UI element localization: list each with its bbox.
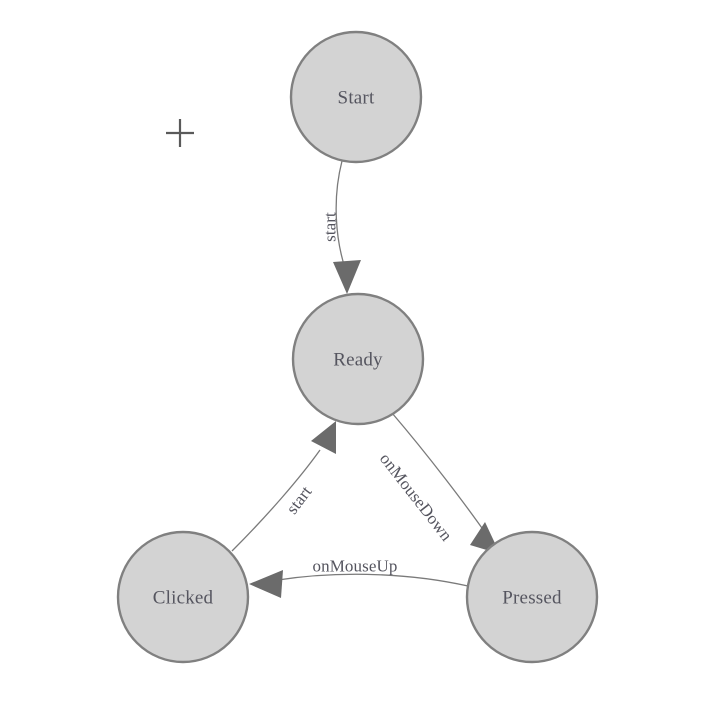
node-start[interactable]: Start (289, 30, 423, 164)
node-pressed[interactable]: Pressed (465, 530, 599, 664)
node-pressed-label: Pressed (502, 588, 562, 609)
crosshair-icon (166, 119, 194, 147)
edge-label-ready-to-pressed: onMouseDown (376, 449, 456, 544)
node-clicked-circle[interactable] (116, 530, 250, 664)
node-ready-label: Ready (333, 350, 383, 371)
arrowhead-into-ready-top (333, 260, 361, 294)
edge-pressed-to-clicked[interactable]: onMouseUp (249, 557, 469, 599)
edge-ready-to-pressed[interactable]: onMouseDown (376, 412, 500, 554)
node-ready[interactable]: Ready (291, 292, 425, 426)
edge-label-pressed-to-clicked: onMouseUp (313, 557, 398, 576)
edge-path-ready-to-pressed (391, 412, 490, 539)
arrowhead-into-clicked (249, 570, 283, 598)
node-start-circle[interactable] (289, 30, 423, 164)
edge-start-to-ready[interactable]: start (321, 160, 362, 294)
edge-clicked-to-ready[interactable]: start (231, 421, 336, 552)
edge-label-clicked-to-ready: start (282, 482, 315, 517)
node-clicked-label: Clicked (153, 588, 214, 609)
node-ready-circle[interactable] (291, 292, 425, 426)
edge-label-start-to-ready: start (321, 212, 340, 242)
node-clicked[interactable]: Clicked (116, 530, 250, 664)
edge-path-pressed-to-clicked (277, 573, 469, 587)
edge-path-clicked-to-ready (231, 449, 321, 552)
node-pressed-circle[interactable] (465, 530, 599, 664)
arrowhead-into-ready-lower-left (311, 421, 336, 454)
edge-path-start-to-ready (335, 160, 346, 269)
node-start-label: Start (338, 88, 375, 109)
